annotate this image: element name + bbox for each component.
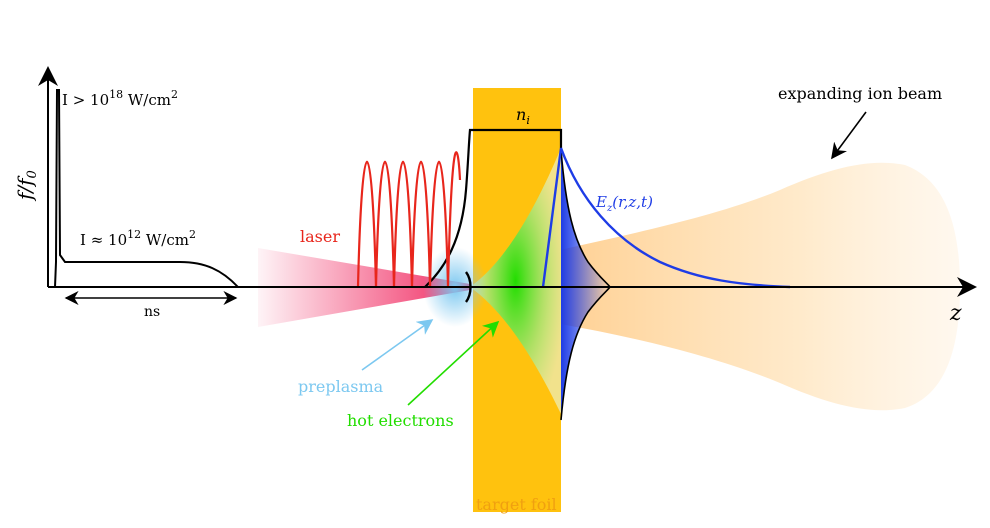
field-profile-ez — [541, 147, 791, 289]
y-axis-label: f/f0 — [13, 170, 40, 202]
critical-surface — [464, 271, 472, 303]
intensity-high-label: I > 1018 W/cm2 — [62, 88, 178, 109]
field-gaussian — [561, 150, 610, 420]
target-foil-label: target foil — [476, 495, 557, 514]
laser-label: laser — [300, 227, 340, 246]
intensity-profile — [48, 89, 239, 288]
ion-beam-arrow — [831, 111, 867, 160]
ns-label: ns — [144, 304, 160, 320]
ez-label: Ez(r,z,t) — [595, 193, 653, 214]
intensity-low-label: I ≈ 1012 W/cm2 — [80, 228, 196, 249]
preplasma-arrow — [361, 319, 434, 371]
preplasma-label: preplasma — [298, 377, 384, 396]
hot-electrons-label: hot electrons — [347, 411, 454, 430]
ni-label: ni — [516, 105, 530, 127]
expanding-ion-beam-label: expanding ion beam — [778, 84, 942, 103]
hot-electrons-cone — [470, 148, 561, 414]
z-axis-label: z — [949, 301, 962, 326]
density-profile — [424, 128, 563, 288]
hot-electrons-arrow — [407, 320, 500, 406]
